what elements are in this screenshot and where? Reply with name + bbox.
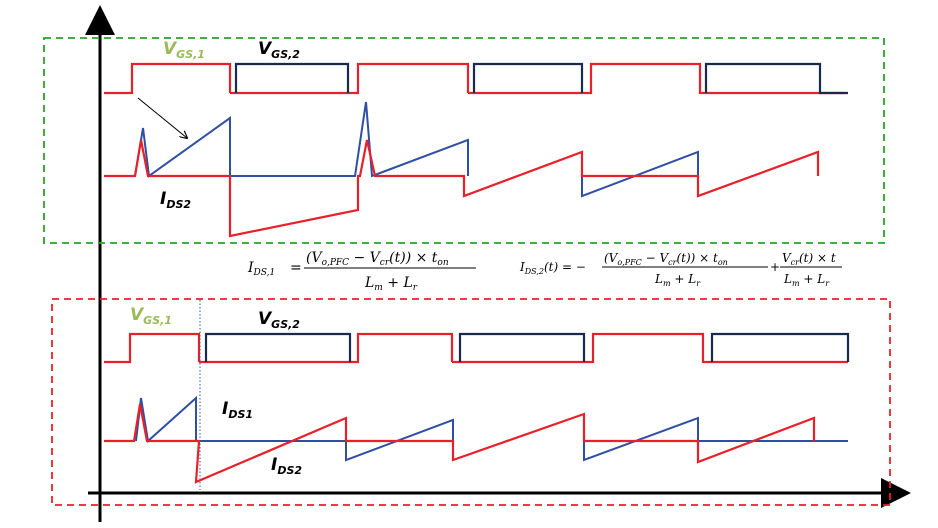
bottom-region-box: [51, 298, 891, 506]
annotation-arrow: [137, 97, 187, 138]
svg-text:+: +: [770, 260, 780, 274]
svg-text:IDS,2(t) = −: IDS,2(t) = −: [519, 260, 586, 276]
top-vgs1-label: VGS,1: [163, 39, 205, 61]
bottom-ids2-label: IDS2: [271, 455, 302, 477]
svg-text:Lm + Lr: Lm + Lr: [783, 272, 830, 288]
svg-text:Lm + Lr: Lm + Lr: [364, 275, 418, 293]
bottom-ids1-label: IDS1: [222, 399, 253, 421]
top-current-blue: [134, 101, 699, 198]
svg-text:Vcr(t) × t: Vcr(t) × t: [782, 251, 836, 267]
top-current-red: [104, 139, 820, 238]
bottom-vgs1-label: VGS,1: [130, 305, 172, 327]
bottom-gate-vgs2-waveform: [204, 332, 850, 362]
svg-text:Lm + Lr: Lm + Lr: [654, 272, 701, 288]
svg-text:IDS,1: IDS,1: [247, 260, 275, 278]
top-region-box: [43, 37, 885, 244]
bottom-current-red: [104, 403, 816, 484]
top-gate-vgs1-waveform: [104, 62, 845, 95]
top-gate-vgs2-waveform: [234, 62, 848, 95]
top-ids2-label: IDS2: [160, 189, 191, 211]
bottom-vgs2-label: VGS,2: [258, 309, 300, 331]
equation-ids2: IDS,2(t) = − (Vo,PFC − Vcr(t)) × ton Lm …: [519, 251, 842, 288]
svg-text:(Vo,PFC − Vcr(t)) × ton: (Vo,PFC − Vcr(t)) × ton: [604, 251, 728, 267]
top-vgs2-label: VGS,2: [258, 39, 300, 61]
svg-text:(Vo,PFC − Vcr(t)) × ton: (Vo,PFC − Vcr(t)) × ton: [306, 250, 449, 268]
bottom-gate-vgs1-waveform: [104, 332, 848, 364]
equation-ids1: IDS,1 = (Vo,PFC − Vcr(t)) × ton Lm + Lr: [247, 250, 476, 293]
svg-text:=: =: [290, 260, 302, 276]
